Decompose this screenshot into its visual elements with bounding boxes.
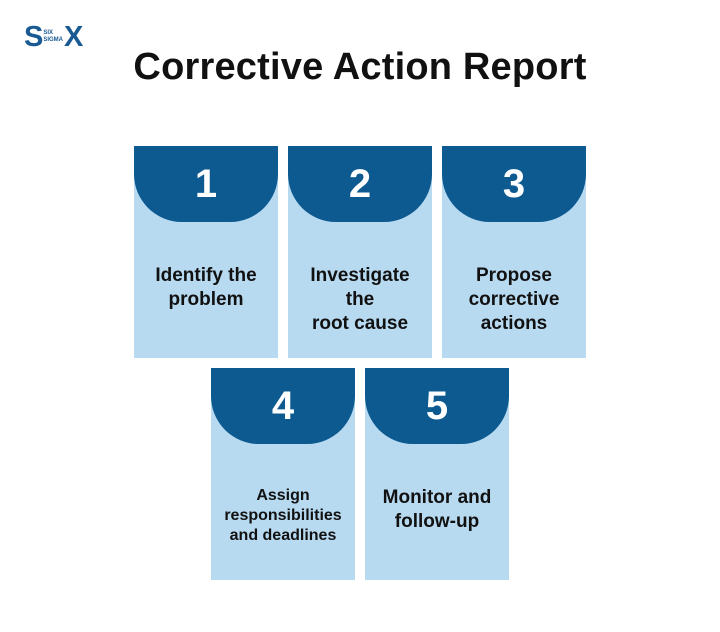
logo-letter-x: X — [64, 20, 83, 53]
step-number-badge: 2 — [288, 146, 432, 222]
step-number-badge: 5 — [365, 368, 509, 444]
logo-mid-text: SIX SIGMA — [43, 30, 63, 44]
step-card-1: 1 Identify the problem — [134, 146, 278, 358]
logo-mid-top: SIX — [43, 30, 54, 36]
step-number-badge: 3 — [442, 146, 586, 222]
step-number: 1 — [194, 162, 218, 206]
six-sigma-logo: S SIX SIGMA X — [24, 20, 83, 53]
step-number-badge: 4 — [211, 368, 355, 444]
step-number: 3 — [502, 162, 526, 206]
step-number: 2 — [348, 162, 372, 206]
step-label: Monitor and follow-up — [382, 487, 492, 532]
step-card-5: 5 Monitor and follow-up — [365, 368, 509, 580]
step-card-3: 3 Propose corrective actions — [442, 146, 586, 358]
page-title: Corrective Action Report — [133, 46, 587, 88]
step-number: 5 — [425, 384, 449, 428]
step-card-4: 4 Assign responsibilities and deadlines — [211, 368, 355, 580]
step-label: Identify the problem — [155, 265, 257, 310]
logo-letter-s: S — [24, 20, 43, 53]
step-card-2: 2 Investigate the root cause — [288, 146, 432, 358]
logo-mid-bottom: SIGMA — [43, 37, 64, 43]
step-label: Investigate the root cause — [310, 265, 410, 334]
step-label: Propose corrective actions — [468, 265, 560, 334]
step-label: Assign responsibilities and deadlines — [224, 487, 342, 544]
step-number-badge: 1 — [134, 146, 278, 222]
step-number: 4 — [271, 384, 295, 428]
